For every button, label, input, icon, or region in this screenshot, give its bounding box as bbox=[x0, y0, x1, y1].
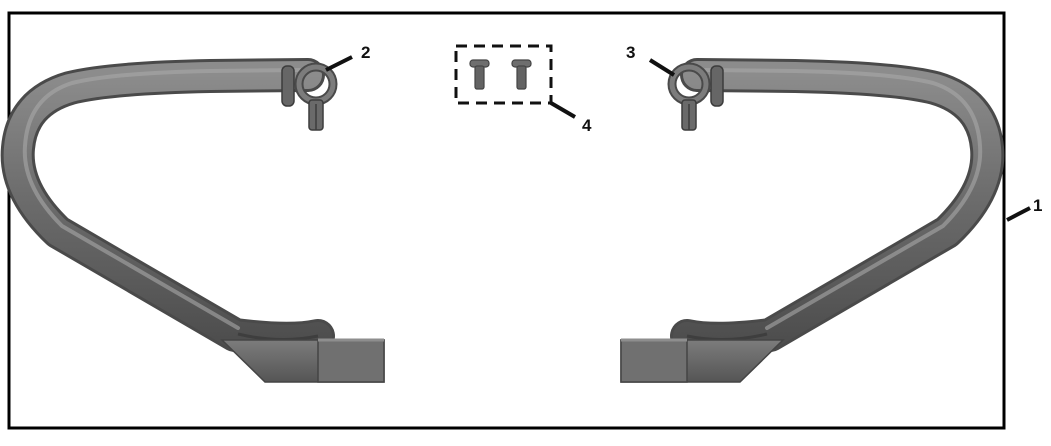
crash-bar-left-icon bbox=[0, 58, 385, 383]
crash-bar-right-icon bbox=[620, 58, 1005, 383]
bolt-icon bbox=[469, 59, 490, 90]
callout-leader-2 bbox=[325, 55, 353, 72]
callout-label-2: 2 bbox=[361, 43, 370, 62]
hardware-box bbox=[454, 44, 553, 105]
callout-leader-1 bbox=[1006, 206, 1031, 222]
callout-label-1: 1 bbox=[1033, 196, 1042, 215]
callout-leader-3 bbox=[648, 58, 676, 77]
callout-label-3: 3 bbox=[626, 43, 635, 62]
bolt-icon bbox=[511, 59, 532, 90]
callout-label-4: 4 bbox=[582, 116, 592, 135]
callout-leader-4 bbox=[549, 101, 577, 119]
